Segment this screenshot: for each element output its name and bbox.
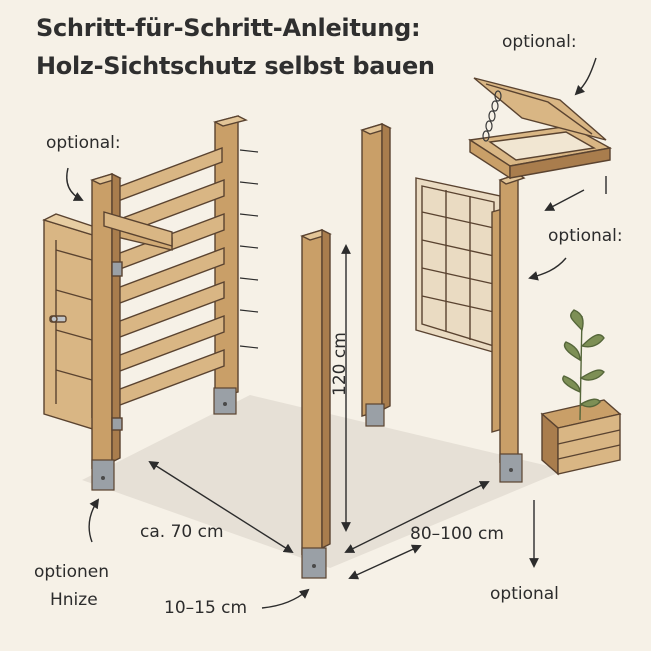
label-optional-right: optional:: [548, 226, 623, 246]
width-left-arrow: [148, 460, 294, 554]
callout-arrow-box: [544, 189, 585, 211]
label-optional-left: optional:: [46, 133, 121, 153]
back-post: [360, 122, 392, 417]
slatted-fence-panel: [103, 115, 248, 410]
callout-arrow-right: [528, 257, 567, 281]
callout-arrow-left: [66, 167, 84, 201]
label-optional-top-right: optional:: [502, 32, 577, 52]
callout-arrow-top-right: [574, 57, 597, 96]
post-anchor-icon: [499, 453, 523, 483]
post-anchor-icon: [365, 403, 385, 427]
callout-arrow-optionen: [88, 498, 100, 543]
door-handle-icon: [49, 315, 67, 323]
width-right-arrow: [344, 481, 490, 553]
door: [42, 213, 106, 431]
planter-box: [540, 399, 622, 476]
label-optional-bottom: optional: [490, 584, 559, 604]
title-line-2: Holz-Sichtschutz selbst bauen: [36, 52, 435, 80]
chain-icon: [482, 90, 502, 142]
screw-marks: [239, 149, 259, 349]
label-height: 120 cm: [330, 332, 350, 396]
dimension-arrows: [148, 244, 539, 580]
plant-icon: [562, 309, 605, 421]
depth-arrow: [348, 544, 422, 580]
title-line-1: Schritt-für-Schritt-Anleitung:: [36, 14, 421, 42]
post-anchor-icon: [301, 547, 327, 579]
trellis-panel: [415, 177, 501, 355]
label-optionen: optionen: [34, 562, 109, 582]
storage-box-with-lid: [468, 77, 613, 180]
post-anchor-icon: [213, 387, 237, 415]
post-anchor-icon: [91, 459, 115, 491]
label-hnize: Hnize: [50, 590, 98, 610]
label-depth: 10–15 cm: [164, 598, 248, 618]
callout-arrow-depth: [261, 588, 310, 609]
callout-arrows: [66, 57, 607, 609]
label-width-right: 80–100 cm: [410, 524, 504, 544]
gate-post: [90, 172, 173, 469]
center-post: [300, 228, 332, 555]
label-width-left: ca. 70 cm: [140, 522, 224, 542]
right-post: [491, 173, 526, 463]
